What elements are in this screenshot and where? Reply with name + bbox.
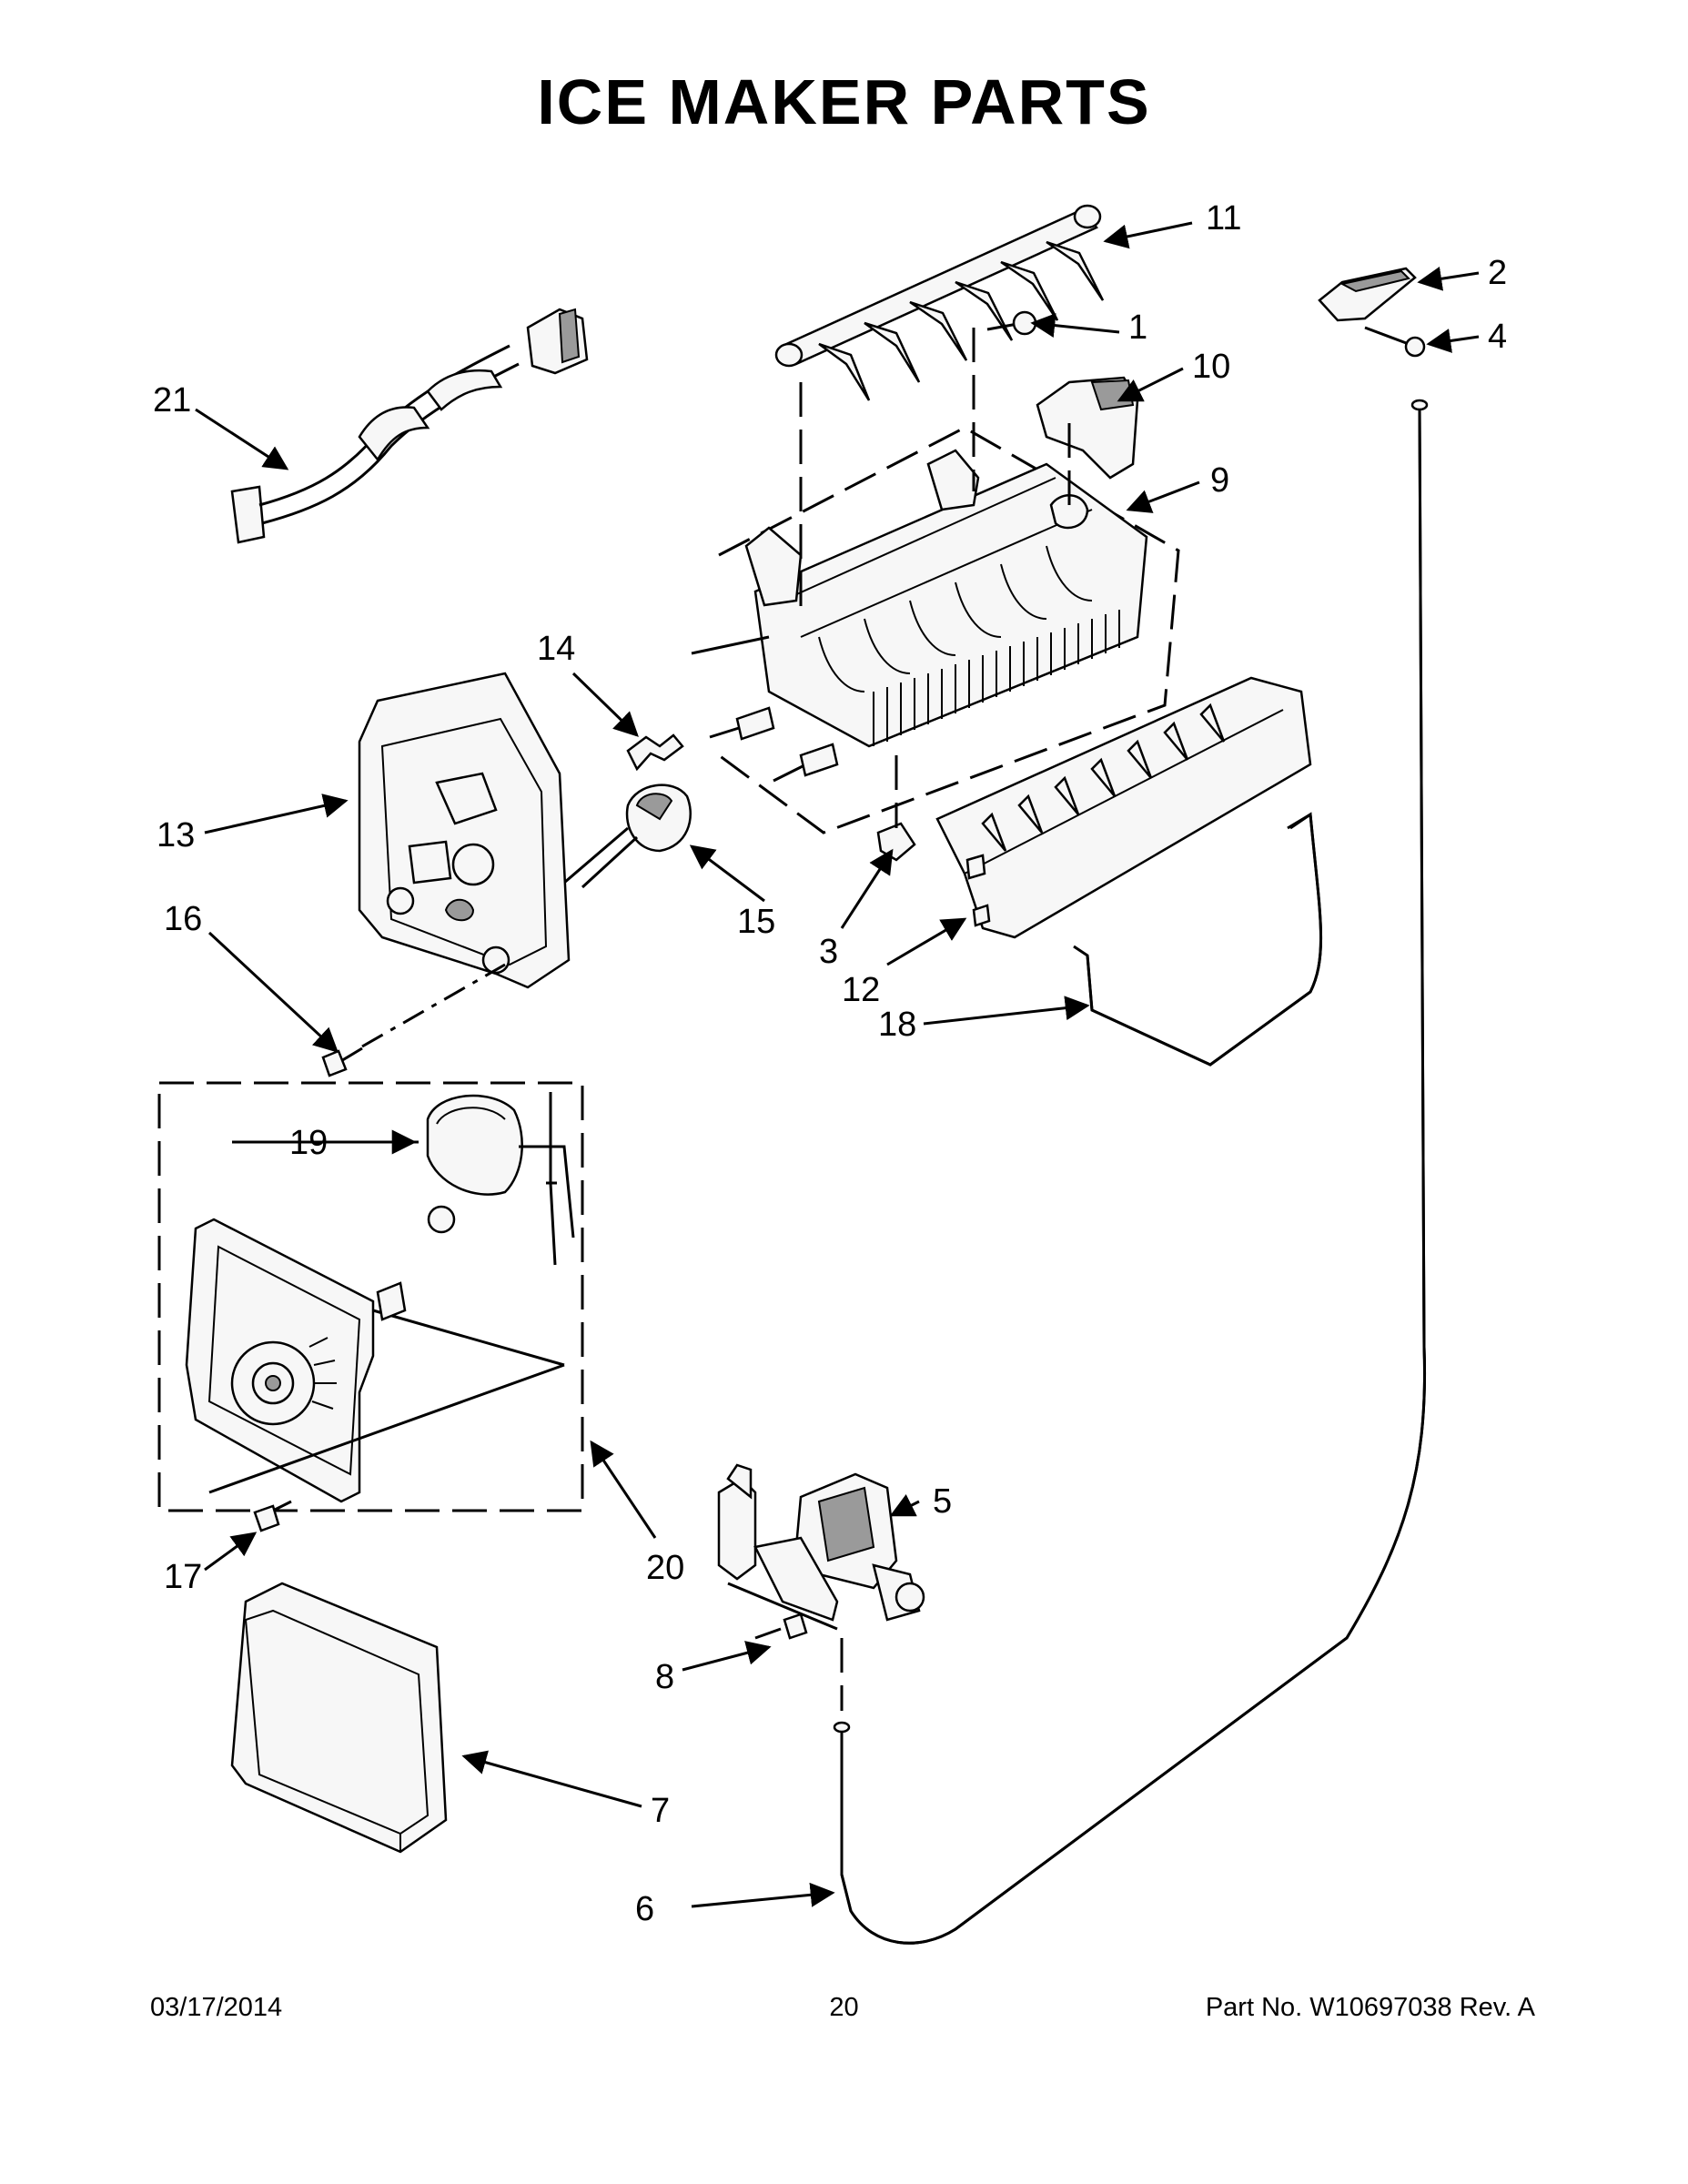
callout-9: 9 bbox=[1210, 461, 1229, 500]
housing-part-13 bbox=[358, 672, 571, 989]
callout-15: 15 bbox=[737, 903, 775, 941]
callout-7: 7 bbox=[651, 1792, 670, 1830]
callout-16: 16 bbox=[164, 900, 202, 938]
callout-4: 4 bbox=[1488, 318, 1507, 356]
leader-lines bbox=[195, 221, 1480, 1908]
bracket-part-2 bbox=[1318, 267, 1417, 322]
clip-part-14 bbox=[626, 733, 684, 772]
screw-part-17 bbox=[253, 1500, 292, 1532]
callout-13: 13 bbox=[157, 816, 195, 854]
thermostat-part-15 bbox=[563, 784, 692, 889]
callout-21: 21 bbox=[153, 381, 191, 420]
cover-part-7 bbox=[230, 1582, 448, 1854]
callout-10: 10 bbox=[1192, 348, 1230, 386]
callout-1: 1 bbox=[1128, 308, 1147, 347]
callout-2: 2 bbox=[1488, 254, 1507, 292]
callout-17: 17 bbox=[164, 1558, 202, 1596]
ice-bin-part-12 bbox=[935, 676, 1312, 939]
callout-8: 8 bbox=[655, 1658, 674, 1696]
motor-part-19 bbox=[232, 1092, 575, 1266]
footer-part-number: Part No. W10697038 Rev. A bbox=[1205, 1993, 1535, 2022]
ejector-part-11 bbox=[774, 204, 1105, 401]
callout-11: 11 bbox=[1206, 199, 1241, 238]
callout-labels: 11 1 2 4 10 9 21 14 13 15 3 12 18 16 19 … bbox=[153, 199, 1507, 1928]
water-tube-part-6 bbox=[833, 399, 1429, 1945]
footer-date: 03/17/2014 bbox=[150, 1993, 283, 2022]
callout-6: 6 bbox=[635, 1890, 654, 1928]
alignment-dashed-lines bbox=[799, 328, 1071, 828]
water-valve-part-5 bbox=[717, 1463, 925, 1631]
footer-page-number: 20 bbox=[829, 1993, 859, 2022]
callout-20: 20 bbox=[646, 1549, 684, 1587]
callout-5: 5 bbox=[933, 1482, 952, 1521]
mold-assembly-part-9 bbox=[691, 426, 1180, 834]
screw-part-4 bbox=[1364, 326, 1426, 358]
callout-12: 12 bbox=[842, 971, 880, 1009]
callout-14: 14 bbox=[537, 630, 575, 668]
gear-plate-part-20 bbox=[185, 1218, 565, 1503]
screw-part-16 bbox=[321, 963, 506, 1077]
callout-3: 3 bbox=[819, 933, 838, 971]
clip-part-3 bbox=[876, 822, 916, 862]
page-title: ICE MAKER PARTS bbox=[537, 66, 1151, 137]
screw-part-8 bbox=[754, 1613, 808, 1640]
shutoff-arm-part-18 bbox=[1073, 812, 1323, 1067]
cover-part-10 bbox=[1036, 376, 1139, 480]
callout-19: 19 bbox=[289, 1124, 328, 1162]
callout-18: 18 bbox=[878, 1006, 916, 1044]
wire-harness-part-21 bbox=[230, 308, 589, 544]
